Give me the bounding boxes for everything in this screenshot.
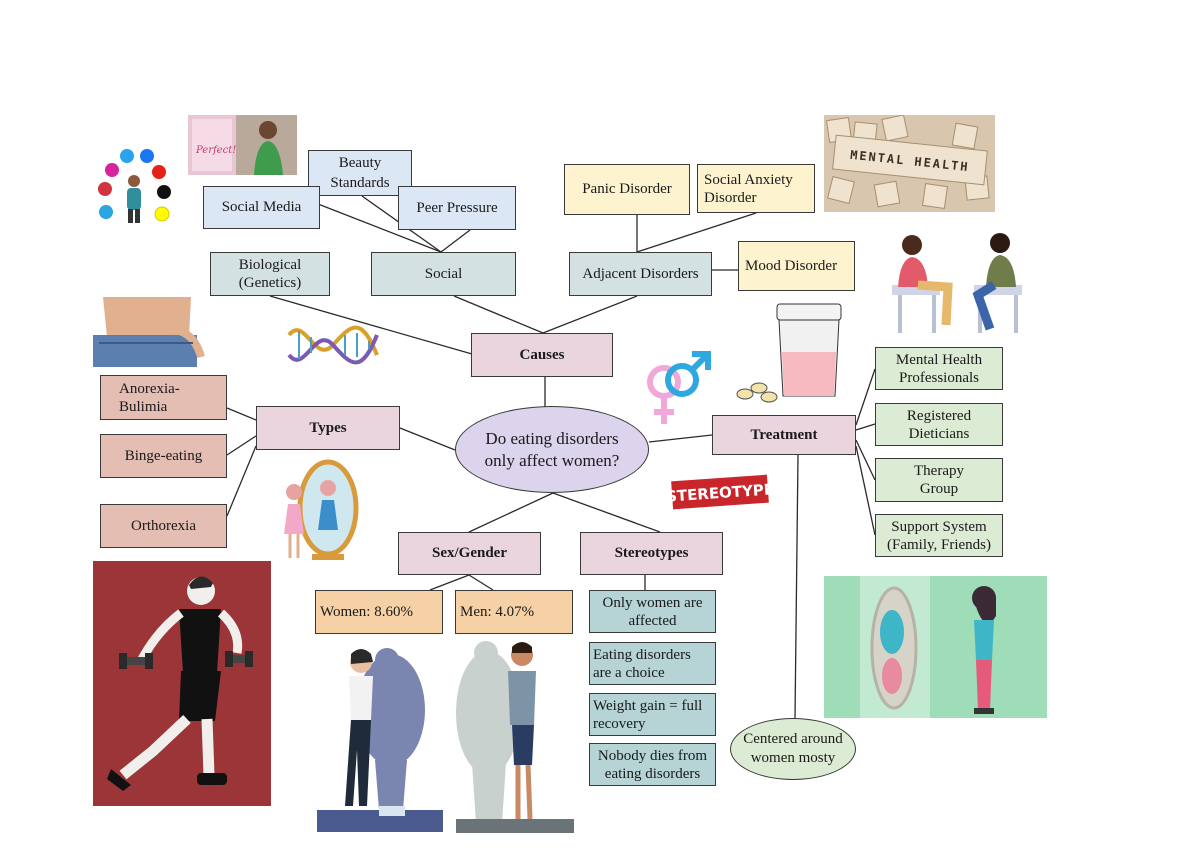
dna-icon xyxy=(287,325,379,365)
node-adjacent-disorders: Adjacent Disorders xyxy=(569,252,712,296)
node-peer-pressure: Peer Pressure xyxy=(398,186,516,230)
therapy-session-image xyxy=(892,233,1022,333)
node-treatment: Treatment xyxy=(712,415,856,455)
node-panic-disorder: Panic Disorder xyxy=(564,164,690,215)
node-social-anxiety: Social Anxiety Disorder xyxy=(697,164,815,213)
node-causes: Causes xyxy=(471,333,613,377)
node-beauty-standards: Beauty Standards xyxy=(308,150,412,196)
mirror-reflection-image xyxy=(284,459,359,560)
weight-loss-image xyxy=(93,297,205,367)
node-stereotype-item: Nobody dies from eating disorders xyxy=(589,743,716,786)
node-stereotype-item: Eating disorders are a choice xyxy=(589,642,716,685)
node-mood-disorder: Mood Disorder xyxy=(738,241,855,291)
node-types: Types xyxy=(256,406,400,450)
magazine-text: Perfect! xyxy=(195,145,236,156)
stereotype-stamp-image: STEREOTYPE xyxy=(668,462,771,528)
node-support-system: Support System (Family, Friends) xyxy=(875,514,1003,557)
pill-bottle-image xyxy=(736,303,842,403)
node-social-media: Social Media xyxy=(203,186,320,229)
node-therapy-group: Therapy Group xyxy=(875,458,1003,502)
node-binge-eating: Binge-eating xyxy=(100,434,227,478)
mirror-woman-image xyxy=(824,576,1047,718)
exercise-man-image xyxy=(93,561,271,806)
node-sex-gender: Sex/Gender xyxy=(398,532,541,575)
node-registered-dieticians: Registered Dieticians xyxy=(875,403,1003,446)
node-mental-health-professionals: Mental Health Professionals xyxy=(875,347,1003,390)
node-stereotypes: Stereotypes xyxy=(580,532,723,575)
node-women-percent: Women: 8.60% xyxy=(315,590,443,634)
mental-health-scrabble-image: MENTAL HEALTH xyxy=(824,115,995,212)
node-stereotype-item: Weight gain = full recovery xyxy=(589,693,716,736)
gender-symbols-icon xyxy=(647,351,711,424)
central-question: Do eating disorders only affect women? xyxy=(455,406,649,493)
magazine-image: Perfect! xyxy=(188,115,297,175)
node-social: Social xyxy=(371,252,516,296)
node-biological: Biological (Genetics) xyxy=(210,252,330,296)
node-orthorexia: Orthorexia xyxy=(100,504,227,548)
social-media-icons-image xyxy=(98,149,171,223)
node-stereotype-item: Only women are affected xyxy=(589,590,716,633)
man-shadow-image xyxy=(456,641,574,833)
node-anorexia-bulimia: Anorexia- Bulimia xyxy=(100,375,227,420)
node-centered-around-women: Centered around women mosty xyxy=(730,718,856,780)
woman-shadow-image xyxy=(317,648,443,832)
node-men-percent: Men: 4.07% xyxy=(455,590,573,634)
